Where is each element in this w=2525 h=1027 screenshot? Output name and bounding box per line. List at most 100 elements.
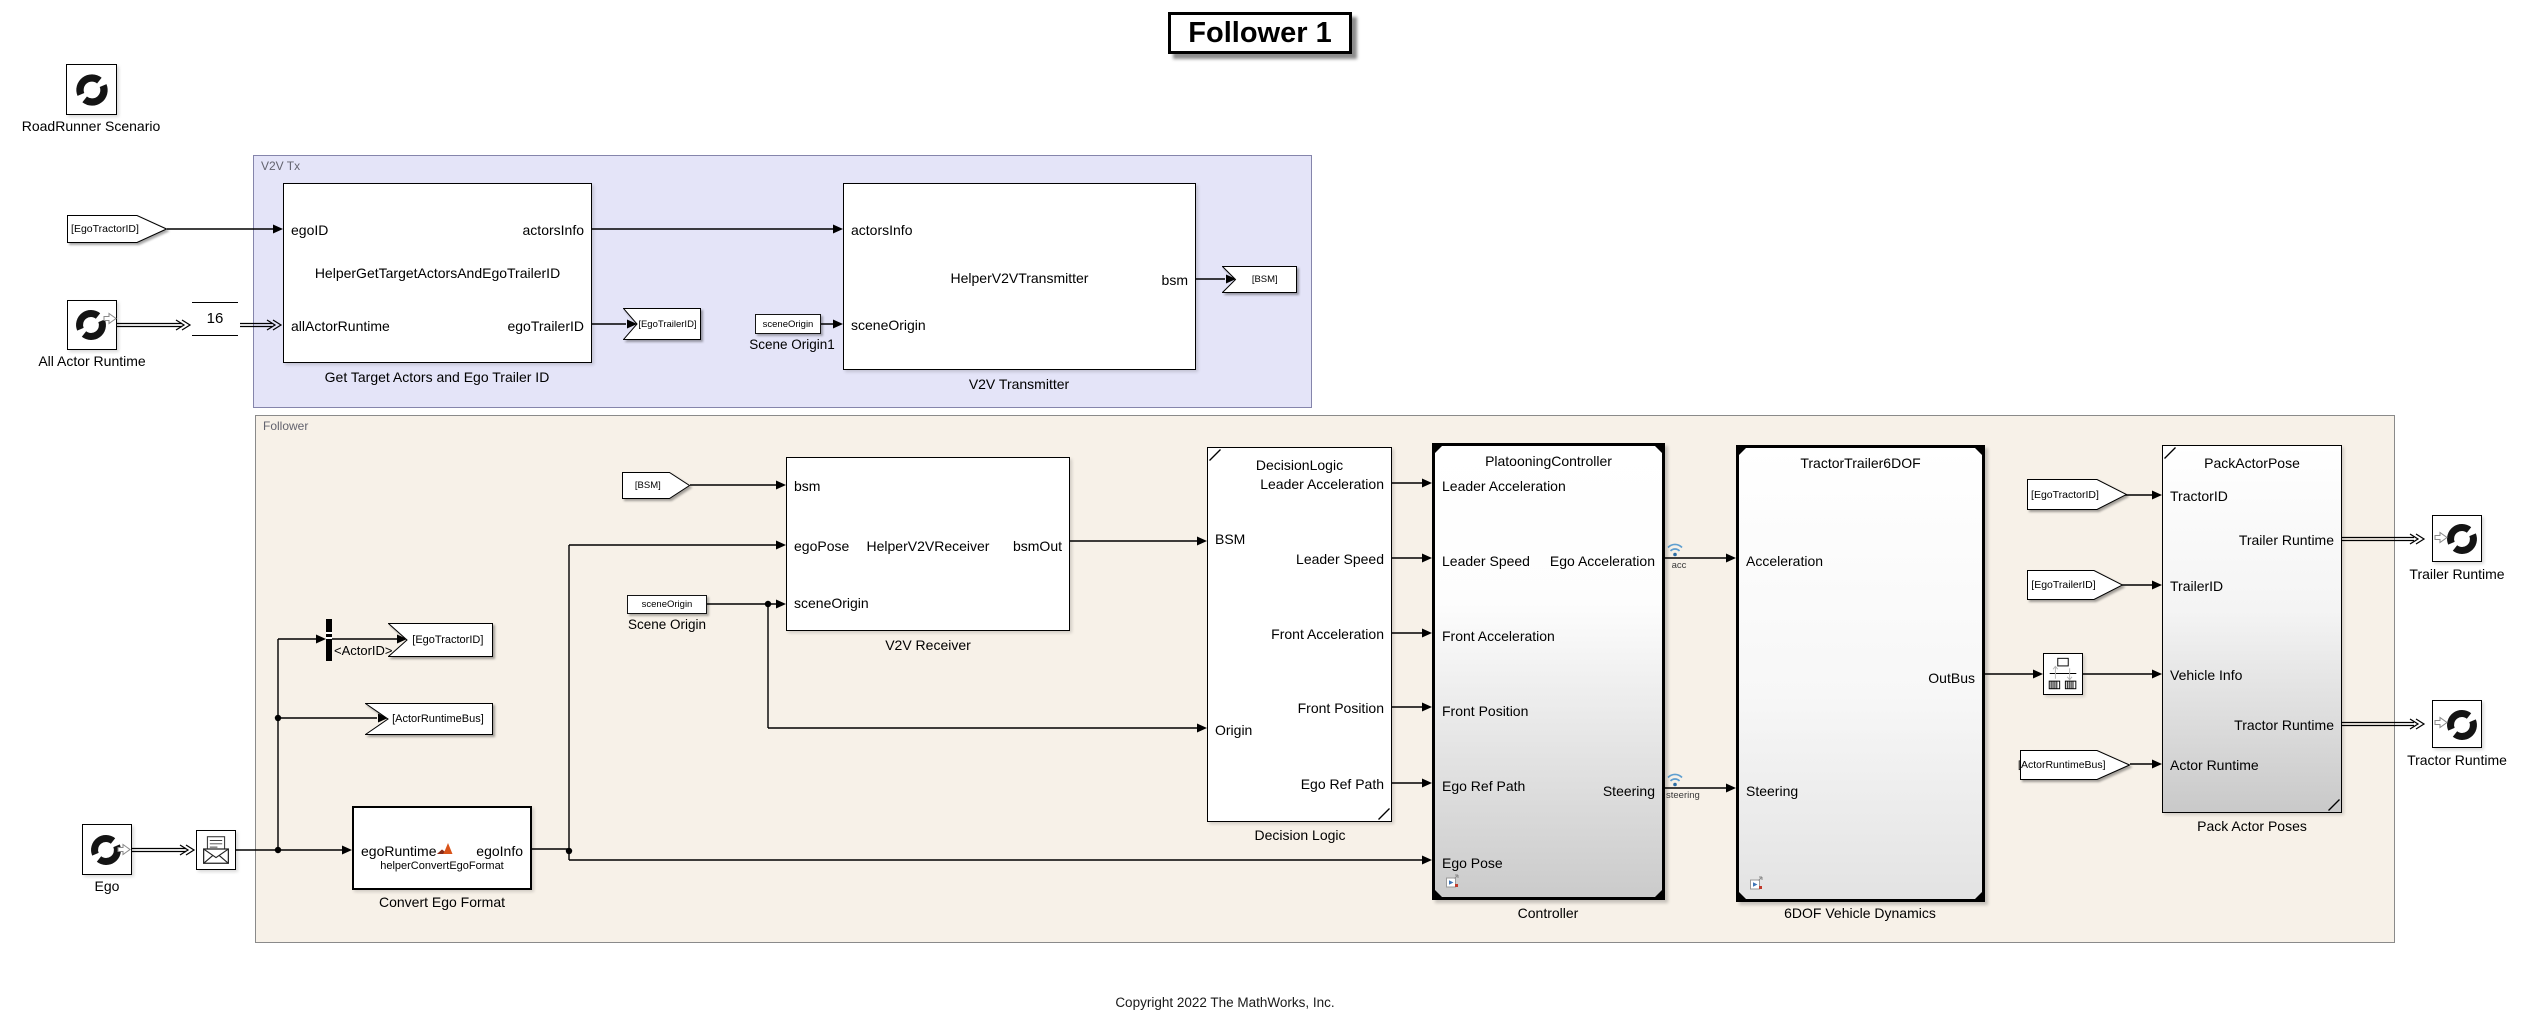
vehicle-dynamics-block[interactable]: TractorTrailer6DOF Acceleration Steering… xyxy=(1736,445,1985,902)
input-port-badge-icon xyxy=(2434,716,2448,729)
roadrunner-scenario-block[interactable] xyxy=(66,64,117,115)
matlab-logo-icon xyxy=(437,843,453,854)
get-target-actors-block[interactable]: egoID allActorRuntime actorsInfo egoTrai… xyxy=(283,183,592,363)
corner-notch xyxy=(1974,891,1983,900)
tractor-runtime-block[interactable] xyxy=(2432,700,2482,748)
from-tag-ego-tractor-id-right[interactable]: [EgoTractorID] xyxy=(2027,479,2127,510)
port-label-bsmout: bsmOut xyxy=(1012,538,1062,554)
bus-selector-slit xyxy=(326,632,332,634)
area-v2v-tx-label: V2V Tx xyxy=(261,159,301,173)
scene-origin-spec[interactable]: sceneOrigin xyxy=(627,595,707,614)
tag-label: [BSM] xyxy=(634,480,661,491)
input-port-badge-icon xyxy=(2434,531,2448,544)
bus-selector-slit xyxy=(326,637,332,639)
bus-conversion-icon xyxy=(2048,657,2077,690)
from-tag-shape xyxy=(622,472,690,499)
v2v-transmitter-block[interactable]: actorsInfo sceneOrigin bsm HelperV2VTran… xyxy=(843,183,1196,370)
tractor-runtime-caption: Tractor Runtime xyxy=(2407,752,2507,768)
v2v-transmitter-caption: V2V Transmitter xyxy=(968,376,1070,392)
controller-block[interactable]: PlatooningController Leader Acceleration… xyxy=(1432,443,1665,900)
from-tag-bsm[interactable]: [BSM] xyxy=(622,472,690,499)
scene-origin1-value: sceneOrigin xyxy=(762,318,814,330)
scene-origin-caption: Scene Origin xyxy=(627,617,707,632)
corner-notch xyxy=(1434,889,1443,898)
port-label-actorsinfo: actorsInfo xyxy=(851,222,913,238)
block-name: TractorTrailer6DOF xyxy=(1800,455,1921,471)
port-label-ego-pose: Ego Pose xyxy=(1442,855,1503,871)
port-label-egoinfo: egoInfo xyxy=(476,843,523,859)
signal-label-steering: steering xyxy=(1666,790,1700,801)
roadrunner-scenario-caption: RoadRunner Scenario xyxy=(21,118,161,134)
block-name: DecisionLogic xyxy=(1255,457,1344,473)
convert-ego-format-caption: Convert Ego Format xyxy=(378,894,506,910)
controller-caption: Controller xyxy=(1517,905,1579,921)
tag-label: [EgoTrailerID] xyxy=(638,318,697,330)
bus-selector-label: <ActorID> xyxy=(334,643,393,658)
port-label-leader-acceleration: Leader Acceleration xyxy=(1260,476,1384,492)
all-actor-runtime-block[interactable] xyxy=(67,300,117,350)
port-label-bsm: bsm xyxy=(1161,272,1188,288)
corner-notch xyxy=(1434,445,1443,454)
from-tag-shape xyxy=(2027,479,2127,510)
from-tag-ego-tractor-id[interactable]: [EgoTractorID] xyxy=(67,215,167,243)
bus-conversion-block[interactable] xyxy=(2043,653,2083,695)
goto-tag-ego-trailer-id[interactable]: [EgoTrailerID] xyxy=(623,308,701,340)
goto-tag-ego-tractor-id[interactable]: [EgoTractorID] xyxy=(388,623,493,657)
convert-ego-format-block[interactable]: egoRuntime egoInfo helperConvertEgoForma… xyxy=(352,806,532,890)
get-target-actors-caption: Get Target Actors and Ego Trailer ID xyxy=(324,369,550,385)
port-label-steering: Steering xyxy=(1746,783,1799,799)
scene-origin-value: sceneOrigin xyxy=(641,599,693,610)
goto-tag-shape xyxy=(388,623,493,657)
block-name: HelperGetTargetActorsAndEgoTrailerID xyxy=(314,265,561,281)
port-label-egoid: egoID xyxy=(291,222,329,238)
model-reference-badge-icon xyxy=(1445,874,1460,889)
scene-origin1-spec[interactable]: sceneOrigin xyxy=(755,314,821,334)
port-label-ego-ref-path: Ego Ref Path xyxy=(1300,776,1384,792)
port-label-egoruntime: egoRuntime xyxy=(361,843,437,859)
decision-logic-block[interactable]: DecisionLogic BSM Origin Leader Accelera… xyxy=(1207,447,1392,822)
tag-label: [EgoTrailerID] xyxy=(2031,579,2096,591)
port-label-sceneorigin: sceneOrigin xyxy=(851,317,926,333)
port-label-front-acceleration: Front Acceleration xyxy=(1442,628,1555,644)
corner-notch xyxy=(1974,447,1983,456)
port-label-vehicle-info: Vehicle Info xyxy=(2170,667,2243,683)
block-name: PackActorPose xyxy=(2204,455,2300,471)
port-label-acceleration: Acceleration xyxy=(1746,553,1824,569)
v2v-receiver-block[interactable]: bsm egoPose sceneOrigin bsmOut HelperV2V… xyxy=(786,457,1070,631)
scene-origin1-caption: Scene Origin1 xyxy=(749,337,835,352)
tag-label: [ActorRuntimeBus] xyxy=(392,713,484,725)
port-label-origin: Origin xyxy=(1215,722,1253,738)
copyright-text: Copyright 2022 The MathWorks, Inc. xyxy=(1115,995,1335,1010)
port-label-ego-ref-path: Ego Ref Path xyxy=(1442,778,1526,794)
tag-label: [EgoTractorID] xyxy=(2031,488,2099,501)
block-name: HelperV2VTransmitter xyxy=(950,270,1089,286)
message-envelope-icon xyxy=(203,836,229,864)
from-tag-actor-runtime-bus-right[interactable]: [ActorRuntimeBus] xyxy=(2018,750,2130,780)
from-tag-shape xyxy=(2027,570,2123,600)
tag-label: [BSM] xyxy=(1251,274,1278,285)
port-label-leader-speed: Leader Speed xyxy=(1442,553,1530,569)
bus-width-annotation: 16 xyxy=(192,302,238,336)
port-label-actorsinfo: actorsInfo xyxy=(522,222,584,238)
from-tag-ego-trailer-id-right[interactable]: [EgoTrailerID] xyxy=(2027,570,2123,600)
bus-selector-block[interactable] xyxy=(326,619,332,661)
message-block[interactable] xyxy=(196,830,236,870)
port-label-tractorid: TractorID xyxy=(2170,488,2228,504)
vehicle-dynamics-caption: 6DOF Vehicle Dynamics xyxy=(1784,905,1936,921)
diagram-title: Follower 1 xyxy=(1168,12,1352,54)
v2v-receiver-caption: V2V Receiver xyxy=(885,637,971,653)
port-label-bsm: BSM xyxy=(1215,531,1246,547)
corner-notch xyxy=(1738,891,1747,900)
goto-tag-shape xyxy=(623,308,701,340)
port-label-trailer-runtime: Trailer Runtime xyxy=(2238,532,2334,548)
pack-actor-pose-block[interactable]: PackActorPose TractorID TrailerID Vehicl… xyxy=(2162,445,2342,813)
port-label-actor-runtime: Actor Runtime xyxy=(2170,757,2259,773)
goto-tag-bsm[interactable]: [BSM] xyxy=(1222,266,1297,293)
ego-caption: Ego xyxy=(94,878,120,894)
trailer-runtime-caption: Trailer Runtime xyxy=(2409,566,2505,582)
area-follower-label: Follower xyxy=(263,419,309,433)
goto-tag-actor-runtime-bus[interactable]: [ActorRuntimeBus] xyxy=(365,703,493,735)
port-label-egotrailerid: egoTrailerID xyxy=(507,318,584,334)
port-label-outbus: OutBus xyxy=(1928,670,1975,686)
